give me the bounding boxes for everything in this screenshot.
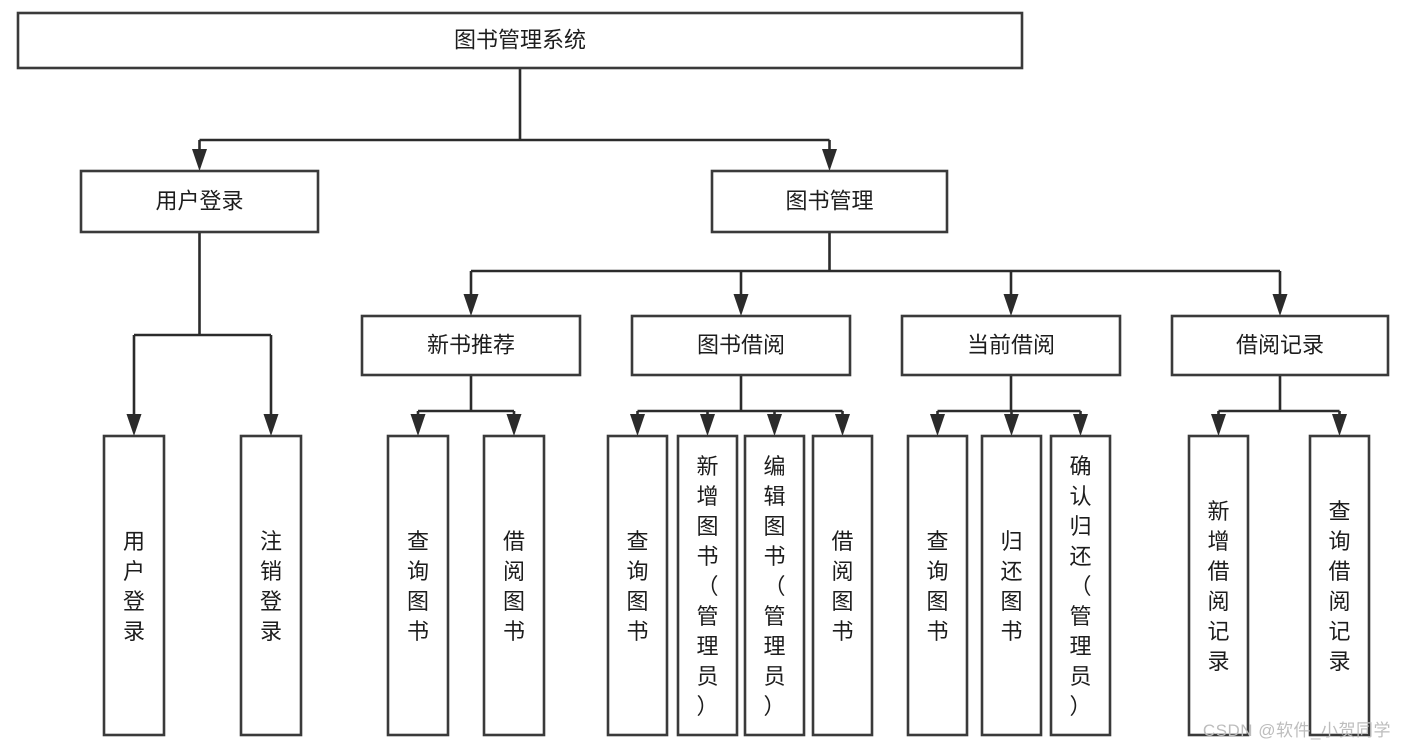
node-current-borrow[interactable]: 当前借阅 xyxy=(900,314,1122,377)
arrow-head-icon xyxy=(463,294,479,316)
node-current-borrow-label: 当前借阅 xyxy=(967,332,1055,357)
leaf-user-login-用户登录[interactable]: 用户登录 xyxy=(102,434,166,737)
leaf-book-borrow-借阅图书[interactable]: 借阅图书 xyxy=(811,434,874,737)
leaf-user-login-用户登录-label: 用户登录 xyxy=(123,529,145,644)
arrow-head-icon xyxy=(700,414,715,436)
node-new-book-rec-label: 新书推荐 xyxy=(427,332,515,357)
leaf-new-book-rec-借阅图书-box[interactable] xyxy=(482,434,546,737)
leaf-book-borrow-借阅图书-label: 借阅图书 xyxy=(831,529,853,644)
node-user-login-label: 用户登录 xyxy=(155,188,243,213)
leaf-user-login-注销登录-label: 注销登录 xyxy=(260,529,282,644)
leaf-borrow-record-查询借阅记录-box[interactable] xyxy=(1308,434,1371,737)
leaf-book-borrow-查询图书-box[interactable] xyxy=(606,434,669,737)
leaf-borrow-record-查询借阅记录-label: 查询借阅记录 xyxy=(1328,499,1350,674)
leaf-current-borrow-确认归还管理员[interactable]: 确认归还（管理员） xyxy=(1049,434,1112,737)
arrow-head-icon xyxy=(126,414,142,436)
boxes-layer: 图书管理系统用户登录图书管理新书推荐图书借阅当前借阅借阅记录用户登录注销登录查询… xyxy=(16,11,1390,737)
leaf-user-login-注销登录-box[interactable] xyxy=(239,434,303,737)
arrow-head-icon xyxy=(733,294,749,316)
node-current-borrow-box[interactable] xyxy=(900,314,1122,377)
leaf-book-borrow-查询图书[interactable]: 查询图书 xyxy=(606,434,669,737)
leaf-borrow-record-新增借阅记录[interactable]: 新增借阅记录 xyxy=(1187,434,1250,737)
leaf-user-login-用户登录-box[interactable] xyxy=(102,434,166,737)
arrow-head-icon xyxy=(506,414,522,436)
leaf-new-book-rec-借阅图书[interactable]: 借阅图书 xyxy=(482,434,546,737)
arrow-head-icon xyxy=(263,414,279,436)
leaf-book-borrow-新增图书管理员[interactable]: 新增图书（管理员） xyxy=(676,434,739,737)
node-root-book-management-system-label: 图书管理系统 xyxy=(454,27,586,52)
arrow-head-icon xyxy=(1073,414,1088,436)
leaf-current-borrow-查询图书-box[interactable] xyxy=(906,434,969,737)
arrow-head-icon xyxy=(1003,294,1019,316)
leaf-new-book-rec-借阅图书-label: 借阅图书 xyxy=(503,529,525,644)
arrow-head-icon xyxy=(930,414,945,436)
node-new-book-rec-box[interactable] xyxy=(360,314,582,377)
leaf-book-borrow-编辑图书管理员[interactable]: 编辑图书（管理员） xyxy=(743,434,806,737)
node-root-book-management-system-box[interactable] xyxy=(16,11,1024,70)
node-borrow-record-label: 借阅记录 xyxy=(1236,332,1324,357)
arrow-head-icon xyxy=(1272,294,1288,316)
leaf-user-login-注销登录[interactable]: 注销登录 xyxy=(239,434,303,737)
leaf-book-borrow-新增图书管理员-label: 新增图书（管理员） xyxy=(696,454,718,719)
node-borrow-record[interactable]: 借阅记录 xyxy=(1170,314,1390,377)
leaf-book-borrow-编辑图书管理员-box[interactable] xyxy=(743,434,806,737)
leaf-current-borrow-归还图书[interactable]: 归还图书 xyxy=(980,434,1043,737)
node-root-book-management-system[interactable]: 图书管理系统 xyxy=(16,11,1024,70)
arrow-head-icon xyxy=(835,414,850,436)
leaf-current-borrow-确认归还管理员-box[interactable] xyxy=(1049,434,1112,737)
leaf-book-borrow-新增图书管理员-box[interactable] xyxy=(676,434,739,737)
arrow-head-icon xyxy=(1211,414,1226,436)
leaf-book-borrow-编辑图书管理员-label: 编辑图书（管理员） xyxy=(763,454,785,719)
arrow-head-icon xyxy=(630,414,645,436)
leaf-borrow-record-新增借阅记录-label: 新增借阅记录 xyxy=(1207,499,1229,674)
leaf-current-borrow-归还图书-label: 归还图书 xyxy=(1000,529,1022,644)
connectors-layer xyxy=(126,68,1347,436)
node-book-manage-label: 图书管理 xyxy=(785,188,873,213)
node-user-login[interactable]: 用户登录 xyxy=(79,169,320,234)
leaf-new-book-rec-查询图书[interactable]: 查询图书 xyxy=(386,434,450,737)
node-book-borrow-label: 图书借阅 xyxy=(697,332,785,357)
arrow-head-icon xyxy=(1004,414,1019,436)
arrow-head-icon xyxy=(767,414,782,436)
leaf-current-borrow-查询图书[interactable]: 查询图书 xyxy=(906,434,969,737)
leaf-borrow-record-查询借阅记录[interactable]: 查询借阅记录 xyxy=(1308,434,1371,737)
arrow-head-icon xyxy=(410,414,426,436)
arrow-head-icon xyxy=(1332,414,1347,436)
leaf-borrow-record-新增借阅记录-box[interactable] xyxy=(1187,434,1250,737)
leaf-book-borrow-查询图书-label: 查询图书 xyxy=(626,529,648,644)
node-book-borrow-box[interactable] xyxy=(630,314,852,377)
leaf-new-book-rec-查询图书-box[interactable] xyxy=(386,434,450,737)
leaf-new-book-rec-查询图书-label: 查询图书 xyxy=(407,529,429,644)
leaf-current-borrow-查询图书-label: 查询图书 xyxy=(926,529,948,644)
node-borrow-record-box[interactable] xyxy=(1170,314,1390,377)
arrow-head-icon xyxy=(192,149,207,171)
node-book-manage-box[interactable] xyxy=(710,169,949,234)
leaf-current-borrow-归还图书-box[interactable] xyxy=(980,434,1043,737)
node-book-borrow[interactable]: 图书借阅 xyxy=(630,314,852,377)
node-book-manage[interactable]: 图书管理 xyxy=(710,169,949,234)
node-user-login-box[interactable] xyxy=(79,169,320,234)
arrow-head-icon xyxy=(822,149,837,171)
node-new-book-rec[interactable]: 新书推荐 xyxy=(360,314,582,377)
leaf-current-borrow-确认归还管理员-label: 确认归还（管理员） xyxy=(1069,454,1091,719)
leaf-book-borrow-借阅图书-box[interactable] xyxy=(811,434,874,737)
